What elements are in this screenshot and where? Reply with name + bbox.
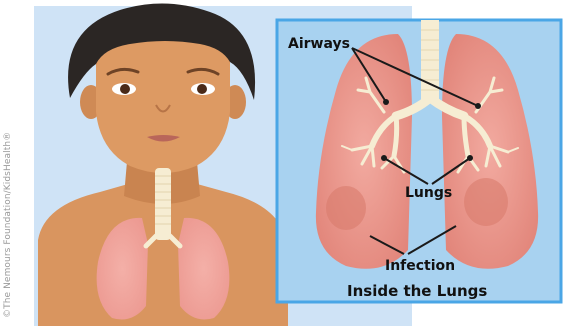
inset-title: Inside the Lungs bbox=[347, 282, 487, 300]
child-right-pupil bbox=[197, 84, 207, 94]
child-left-pupil bbox=[120, 84, 130, 94]
lungs-label: Lungs bbox=[405, 185, 452, 201]
copyright-credit: ©The Nemours Foundation/KidsHealth® bbox=[3, 132, 13, 318]
child-trachea bbox=[155, 168, 171, 240]
infection-label: Infection bbox=[385, 258, 455, 274]
child-face bbox=[96, 34, 230, 173]
airways-label: Airways bbox=[288, 36, 350, 52]
inset-panel: Airways Lungs Infection Inside the Lungs bbox=[277, 20, 561, 302]
